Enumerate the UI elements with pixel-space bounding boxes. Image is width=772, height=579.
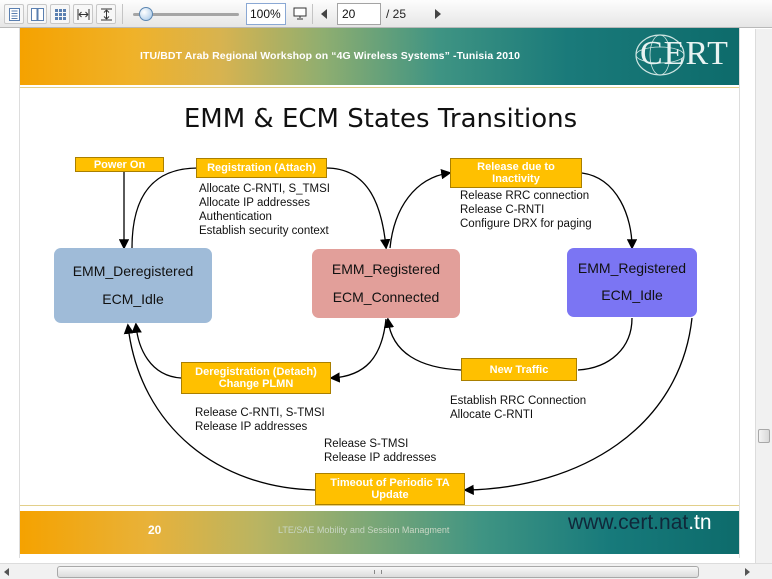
fit-width-icon — [77, 9, 90, 20]
previous-page-icon[interactable] — [318, 6, 330, 22]
scroll-right-icon[interactable] — [742, 567, 752, 577]
viewer-toolbar: 100% 20 / 25 — [0, 0, 772, 28]
transition-label-new-traffic: New Traffic — [461, 358, 577, 381]
state-line-1: EMM_Registered — [577, 260, 687, 276]
fit-height-button[interactable] — [96, 4, 116, 24]
state-line-1: EMM_Deregistered — [72, 263, 194, 279]
two-page-icon — [31, 8, 44, 21]
notes-new-traffic: Establish RRC Connection Allocate C-RNTI — [450, 394, 586, 422]
note-line: Allocate C-RNTI — [450, 409, 534, 421]
label-line-1: Deregistration (Detach) — [195, 366, 317, 378]
footer-url: www.cert.nat.tn — [568, 511, 712, 535]
presentation-icon — [293, 7, 307, 20]
footer-url-main: www.cert.nat — [568, 511, 689, 534]
cert-logo: CERT — [626, 32, 736, 80]
zoom-input[interactable]: 100% — [246, 3, 286, 25]
single-page-button[interactable] — [4, 4, 24, 24]
page-total-label: / 25 — [386, 7, 407, 21]
vertical-scrollbar[interactable] — [755, 29, 772, 563]
note-line: Establish RRC Connection — [450, 395, 587, 407]
notes-release-inactivity: Release RRC connection Release C-RNTI Co… — [460, 189, 592, 231]
label-line-2: Inactivity — [492, 173, 540, 185]
footer-divider — [20, 505, 739, 506]
arrow-registration — [131, 167, 386, 248]
vertical-scrollbar-thumb[interactable] — [758, 429, 770, 443]
state-emm-deregistered-ecm-idle: EMM_Deregistered ECM_Idle — [54, 248, 212, 323]
scroll-left-icon[interactable] — [2, 567, 12, 577]
zoom-slider-handle[interactable] — [139, 7, 153, 21]
note-line: Establish security context — [199, 225, 329, 237]
thumbnails-icon — [55, 9, 66, 20]
state-line-1: EMM_Registered — [331, 261, 441, 277]
arrow-deregistration — [329, 318, 387, 383]
cert-logo-globe-icon — [635, 34, 685, 76]
presentation-button[interactable] — [290, 4, 310, 24]
state-emm-registered-ecm-connected: EMM_Registered ECM_Connected — [312, 249, 460, 318]
page-number-input[interactable]: 20 — [337, 3, 381, 25]
transition-label-registration: Registration (Attach) — [196, 158, 327, 178]
fit-width-button[interactable] — [73, 4, 93, 24]
arrow-new-traffic — [577, 317, 633, 371]
state-emm-registered-ecm-idle: EMM_Registered ECM_Idle — [567, 248, 697, 317]
horizontal-scrollbar-thumb[interactable] — [57, 566, 699, 578]
slide-page: ITU/BDT Arab Regional Workshop on “4G Wi… — [19, 28, 740, 558]
zoom-slider-track[interactable] — [133, 13, 239, 16]
next-page-icon[interactable] — [432, 6, 444, 22]
transition-label-power-on: Power On — [75, 157, 164, 172]
horizontal-scrollbar[interactable] — [0, 563, 772, 579]
transition-label-deregistration: Deregistration (Detach)Change PLMN — [181, 362, 331, 394]
cert-logo-text: CERT — [640, 35, 729, 72]
arrow-new-traffic-tail — [383, 317, 462, 371]
state-line-2: ECM_Idle — [601, 287, 663, 303]
arrow-deregistration-tail — [131, 322, 182, 379]
notes-registration: Allocate C-RNTI, S_TMSI Allocate IP addr… — [199, 182, 330, 238]
note-line: Release C-RNTI, S-TMSI — [195, 407, 325, 419]
footer-page-number: 20 — [148, 523, 162, 537]
note-line: Allocate IP addresses — [199, 197, 311, 209]
arrow-release-inactivity — [389, 168, 452, 249]
state-line-2: ECM_Connected — [332, 289, 440, 305]
note-line: Release IP addresses — [195, 421, 308, 433]
note-line: Release S-TMSI — [324, 438, 409, 450]
transition-arrows — [118, 167, 693, 496]
header-divider — [20, 87, 739, 88]
arrow-timeout — [463, 317, 693, 496]
thumbnails-button[interactable] — [50, 4, 70, 24]
scrollbar-grip-icon — [374, 570, 382, 574]
notes-timeout: Release S-TMSI Release IP addresses — [324, 437, 436, 465]
state-line-2: ECM_Idle — [102, 291, 164, 307]
two-page-button[interactable] — [27, 4, 47, 24]
note-line: Release IP addresses — [324, 452, 437, 464]
note-line: Authentication — [199, 211, 272, 223]
arrow-release-inactivity-tail — [581, 172, 638, 250]
label-line-1: Release due to — [477, 161, 555, 173]
header-title: ITU/BDT Arab Regional Workshop on “4G Wi… — [140, 50, 521, 62]
slide-header-banner: ITU/BDT Arab Regional Workshop on “4G Wi… — [20, 28, 739, 85]
notes-deregistration: Release C-RNTI, S-TMSI Release IP addres… — [195, 406, 325, 434]
slide-footer-banner: 20 LTE/SAE Mobility and Session Managmen… — [20, 511, 739, 554]
toolbar-separator — [312, 4, 313, 24]
slide-title: EMM & ECM States Transitions — [183, 104, 578, 134]
label-line-1: Timeout of Periodic TA — [330, 477, 450, 489]
footer-url-tld: .tn — [688, 511, 712, 534]
fit-height-icon — [101, 8, 112, 21]
note-line: Release C-RNTI — [460, 204, 545, 216]
toolbar-separator — [122, 4, 123, 24]
note-line: Release RRC connection — [460, 190, 590, 202]
single-page-icon — [9, 8, 20, 21]
footer-subtitle: LTE/SAE Mobility and Session Managment — [278, 525, 450, 535]
arrow-timeout-tail — [123, 323, 316, 491]
note-line: Configure DRX for paging — [460, 218, 592, 230]
label-line-2: Update — [371, 489, 409, 501]
label-line-2: Change PLMN — [218, 378, 294, 390]
note-line: Allocate C-RNTI, S_TMSI — [199, 183, 330, 195]
